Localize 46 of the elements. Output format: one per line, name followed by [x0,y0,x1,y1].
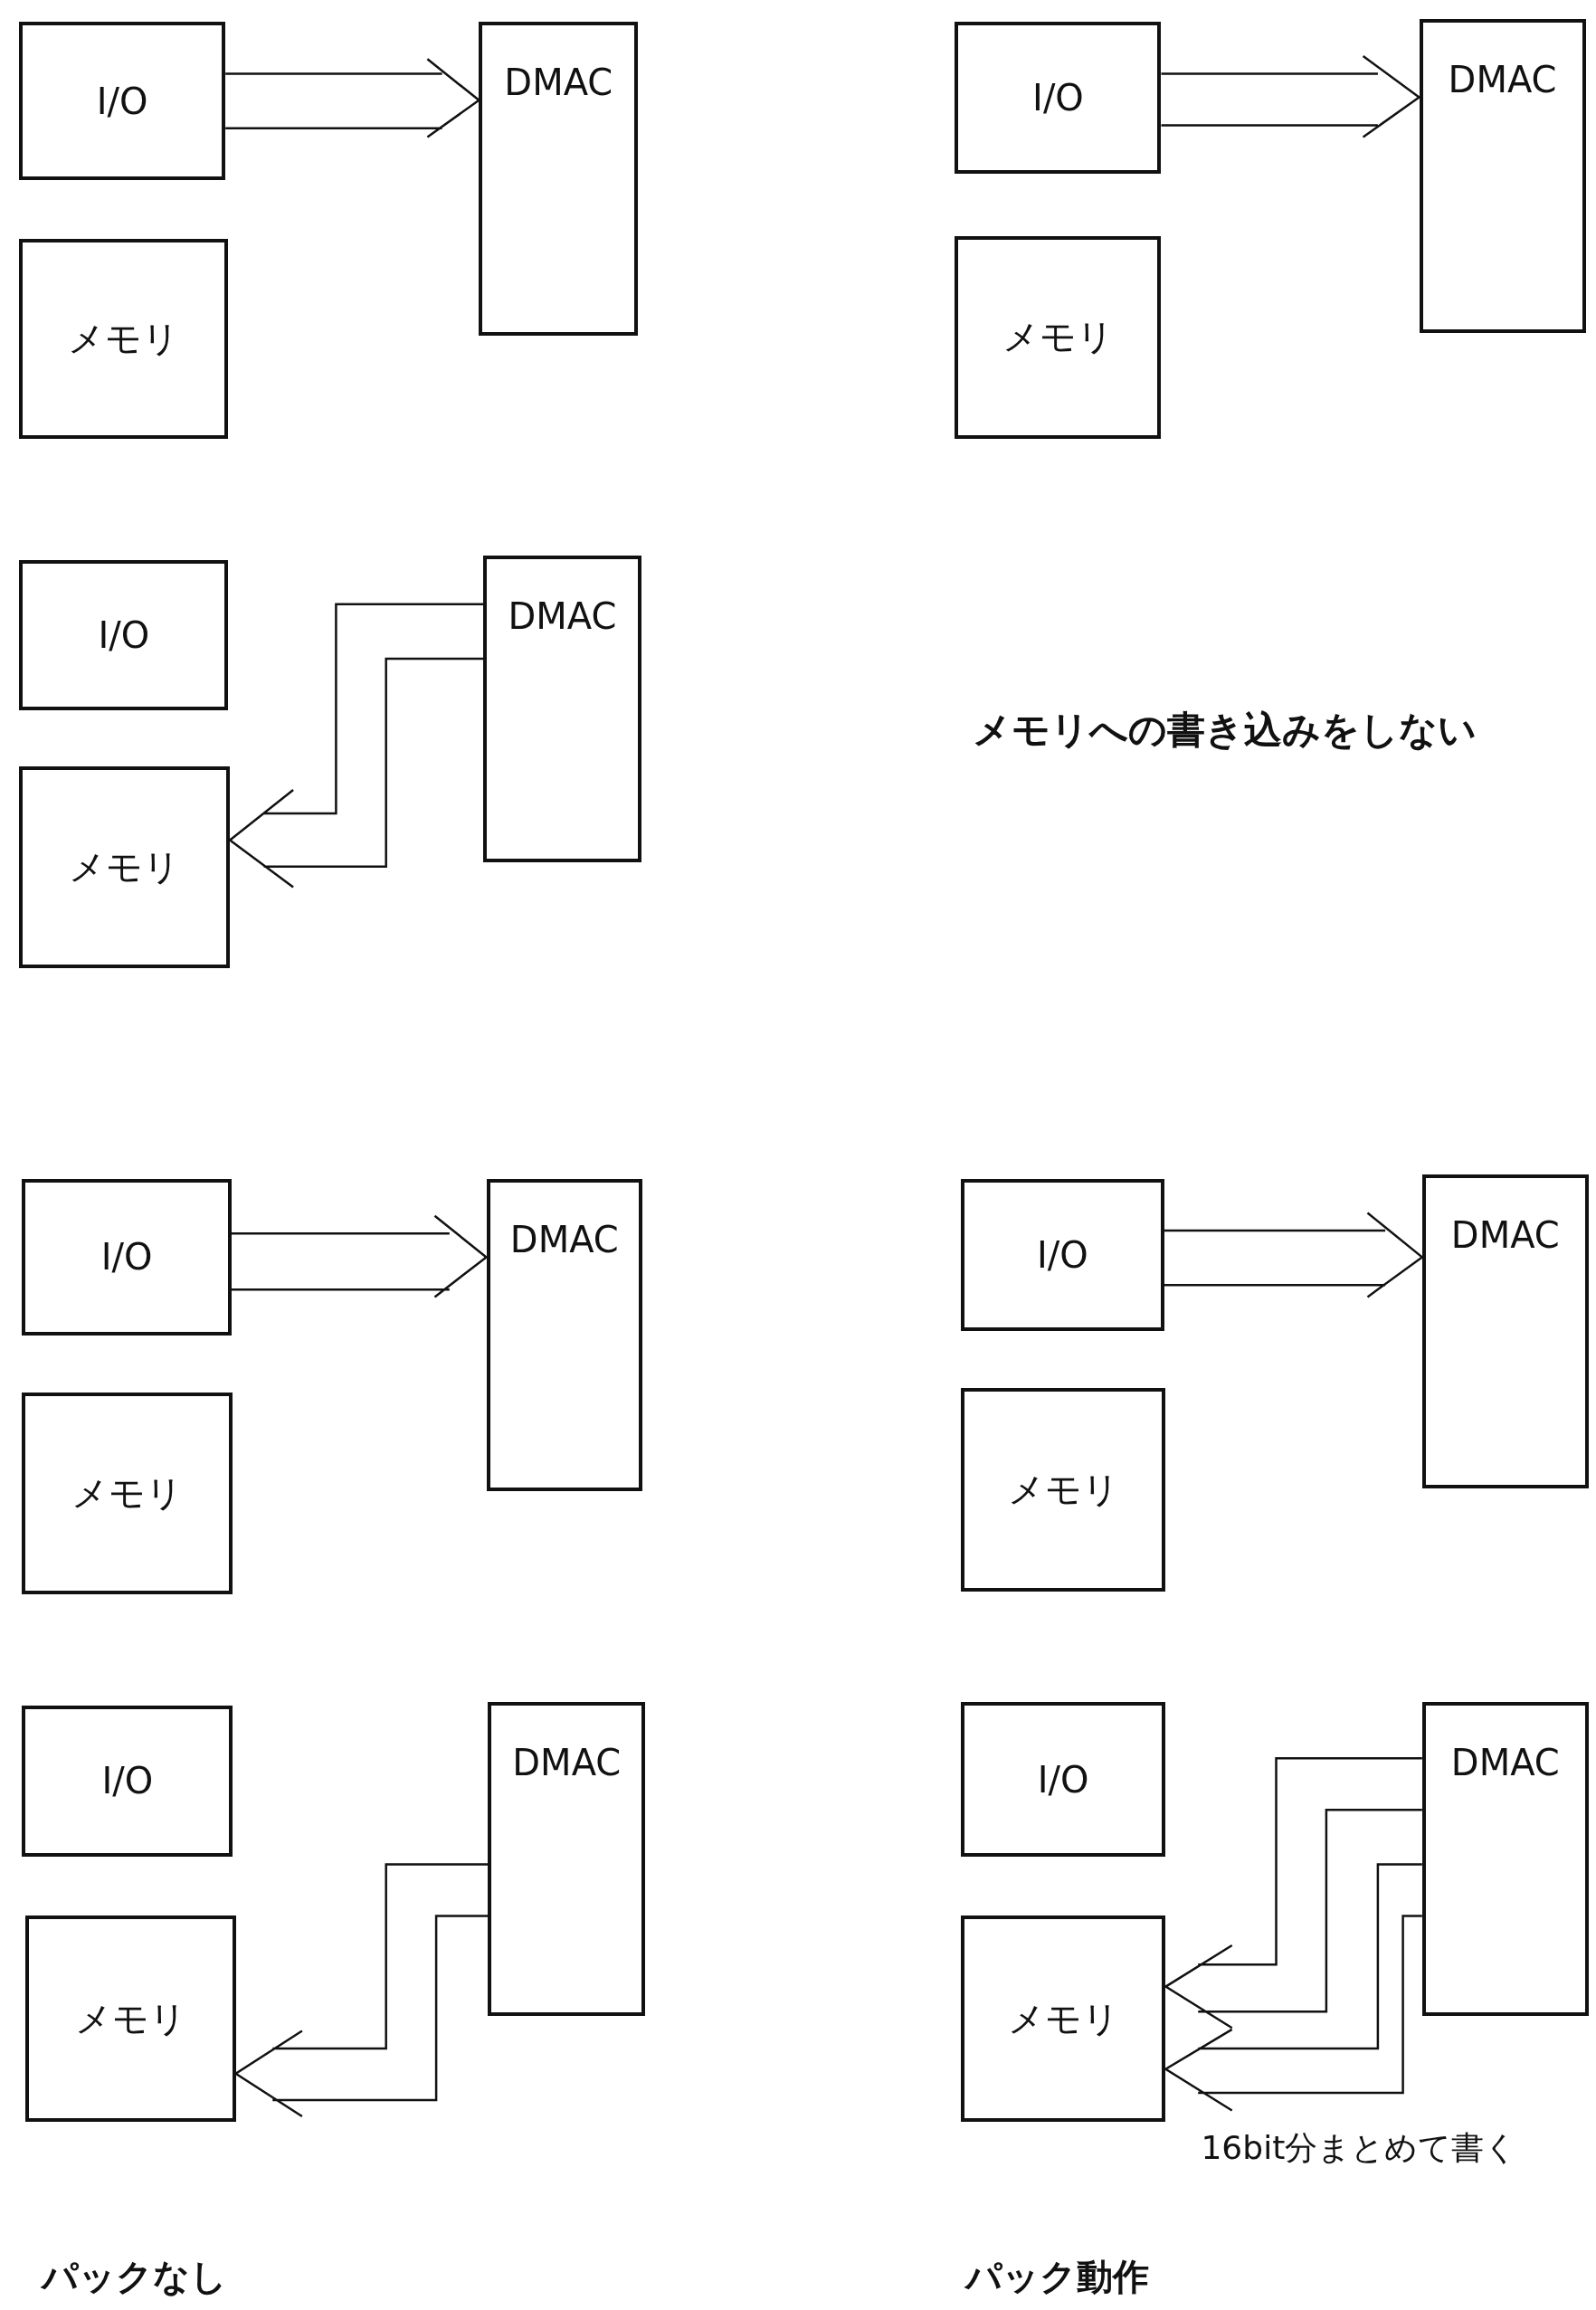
block-box [960,1179,1164,1331]
block-label: I/O [96,80,148,122]
block-box [955,22,1162,175]
block-box [486,1179,643,1492]
block-label: メモリ [68,317,180,362]
block-box [955,235,1162,440]
block-label: DMAC [1450,1742,1560,1784]
note-text: 16bit分まとめて書く [1201,2128,1518,2169]
block-label: DMAC [504,62,613,104]
block-box [22,1393,233,1595]
block-label: メモリ [1007,1468,1119,1513]
block-box [19,22,226,180]
block-label: DMAC [1450,1214,1560,1257]
note-text: メモリへの書き込みをしない [973,706,1477,754]
block-label: I/O [1037,1758,1089,1801]
block-label: メモリ [74,1996,186,2041]
block-box [22,1179,232,1336]
block-label: I/O [1032,77,1084,119]
column-caption: パックなし [41,2254,227,2299]
block-label: メモリ [71,1471,184,1516]
block-box [479,22,639,337]
block-box [1421,1174,1589,1489]
block-label: I/O [101,1760,154,1802]
block-label: I/O [98,614,150,656]
block-box [1419,19,1586,334]
block-box [19,559,229,711]
block-box [960,1915,1166,2123]
block-box [24,1915,236,2123]
block-box [483,556,641,862]
block-box [488,1702,646,2017]
block-box [960,1702,1166,1858]
block-label: メモリ [1007,1996,1119,2041]
column-caption: パック動作 [964,2254,1149,2299]
block-box [960,1388,1166,1592]
block-box [19,238,229,440]
block-label: メモリ [1002,315,1114,360]
block-label: DMAC [512,1742,622,1784]
block-label: I/O [1036,1233,1088,1276]
block-label: I/O [100,1236,153,1279]
block-label: DMAC [1448,59,1557,101]
block-box [22,1705,233,1858]
block-box [19,765,231,969]
block-label: メモリ [69,845,181,890]
block-label: DMAC [509,1219,619,1261]
block-label: DMAC [508,595,617,638]
block-box [1421,1702,1589,2017]
